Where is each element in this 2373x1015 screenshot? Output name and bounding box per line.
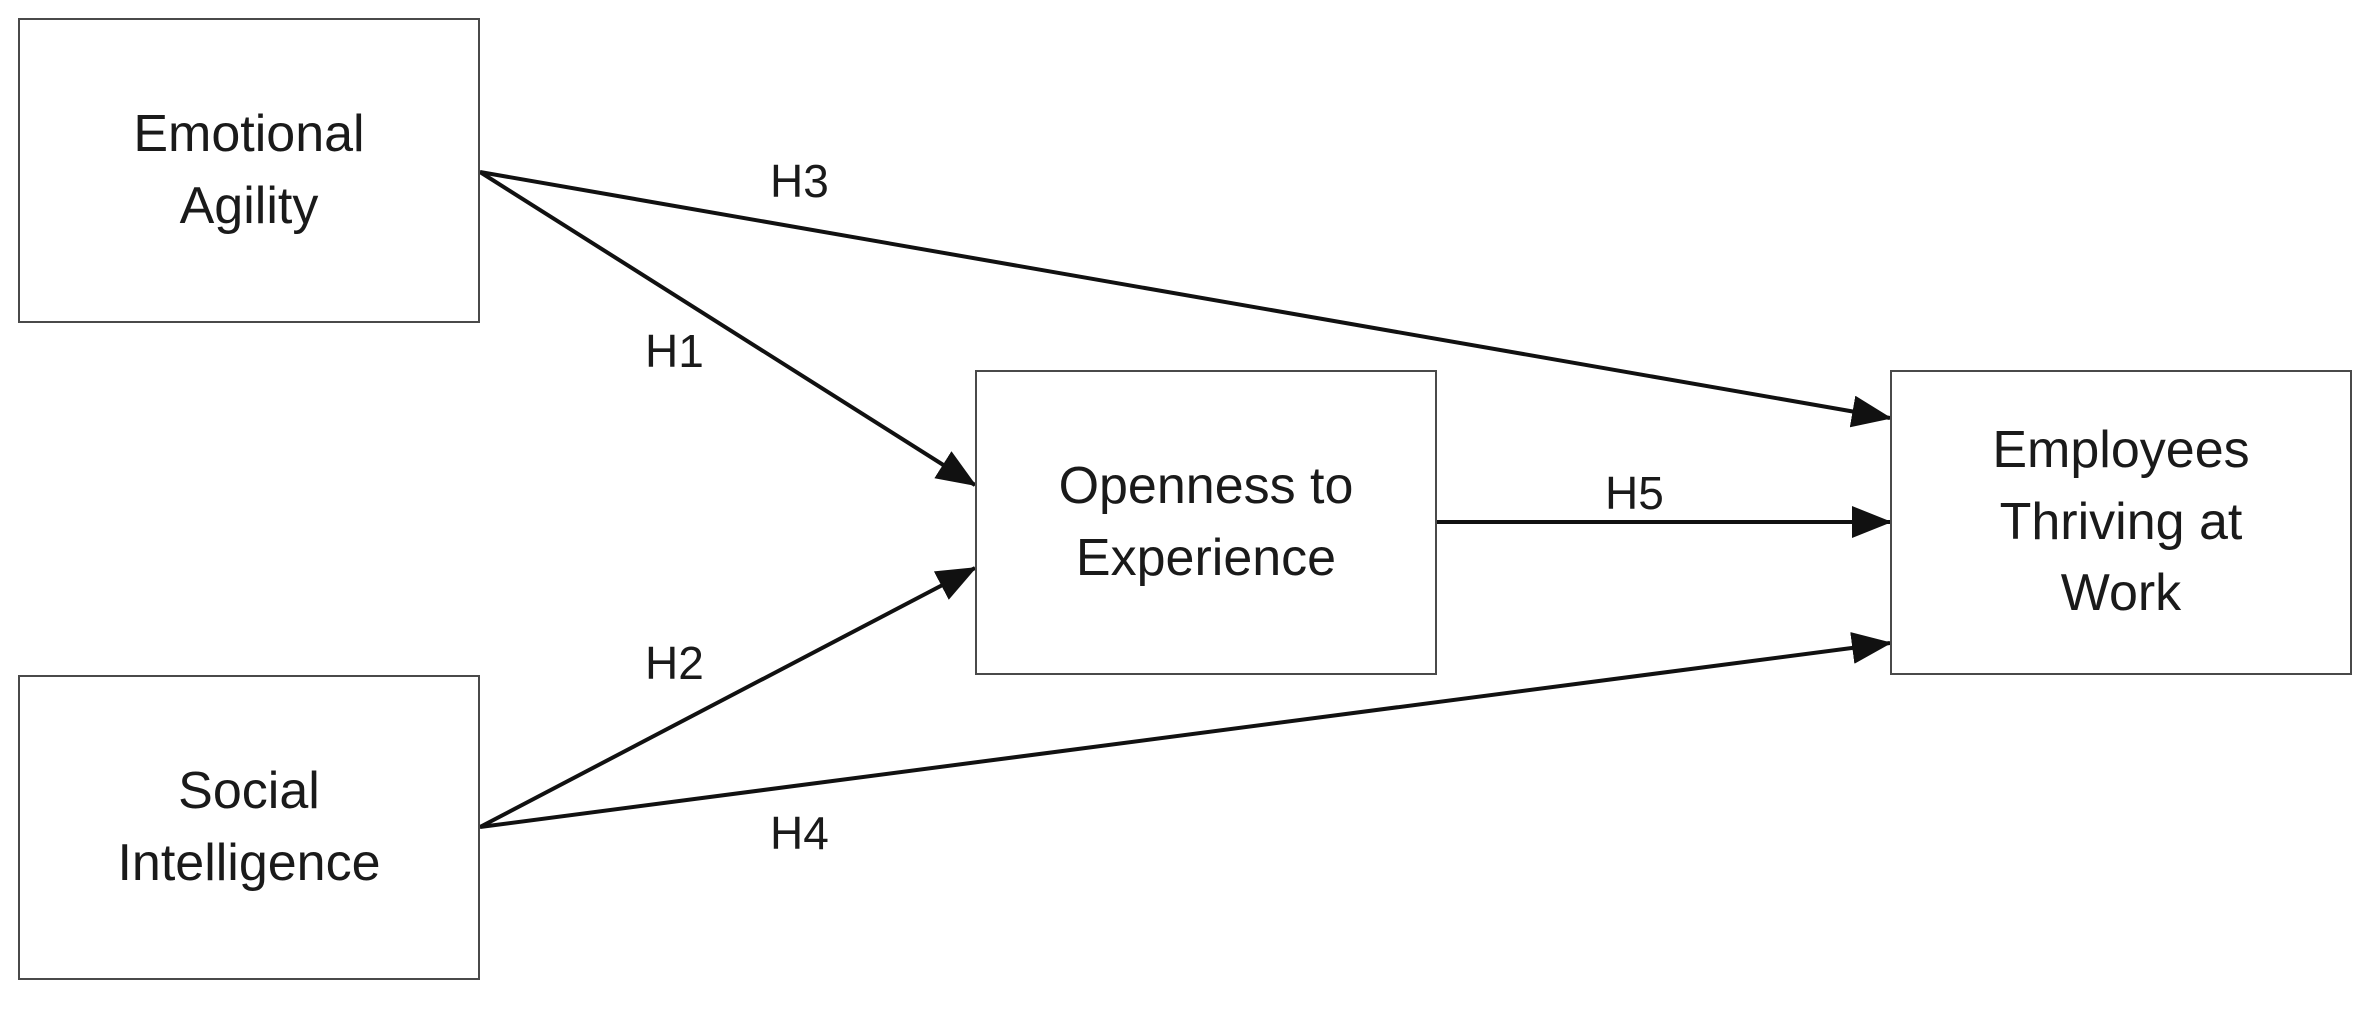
edge-label-h4: H4 [770,807,829,859]
node-openness-to-experience: Openness to Experience [975,370,1437,675]
arrow-h2 [479,566,977,829]
edge-label-h2: H2 [645,637,704,689]
edge-label-h3: H3 [770,155,829,207]
edge-label-h5: H5 [1605,467,1664,519]
node-emotional-agility-label: Emotional Agility [133,104,365,235]
arrow-h4 [479,632,1892,829]
node-emotional-agility: Emotional Agility [18,18,480,323]
node-social-intelligence-label: Social Intelligence [117,761,381,892]
node-openness-to-experience-label: Openness to Experience [1058,456,1354,587]
edge-label-h1: H1 [645,325,704,377]
arrow-h3 [479,170,1892,428]
node-employees-thriving: Employees Thriving at Work [1890,370,2352,675]
arrow-h1 [478,170,977,487]
node-employees-thriving-label: Employees Thriving at Work [1992,420,2250,623]
node-social-intelligence: Social Intelligence [18,675,480,980]
